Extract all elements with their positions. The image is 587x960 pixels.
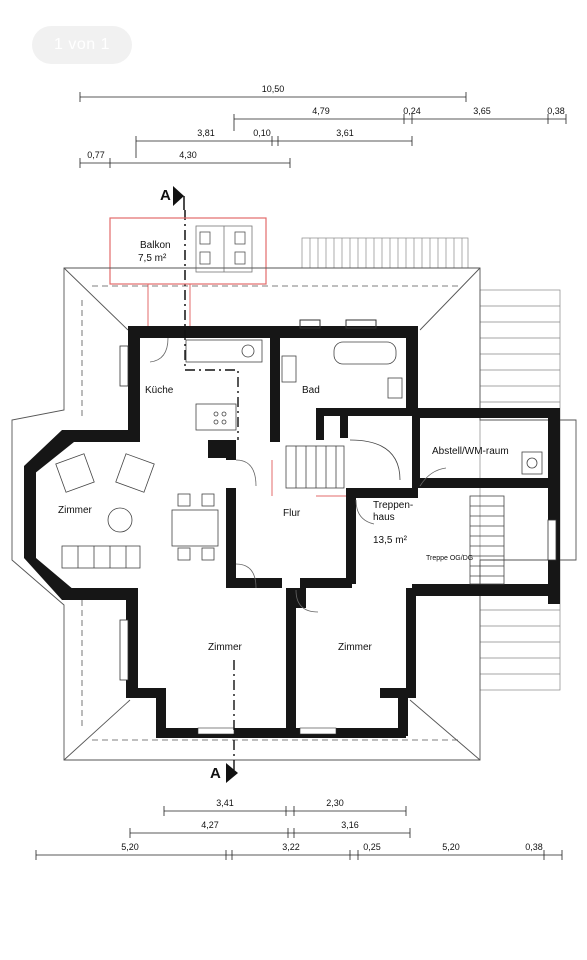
section-cut-line — [184, 330, 239, 770]
room-label-treppen-1: Treppen- — [373, 500, 413, 511]
dim-label: 3,16 — [341, 820, 359, 830]
eave-dashes — [81, 285, 458, 741]
dim-label: 0,38 — [525, 842, 543, 852]
dimension-lines-bottom — [35, 806, 563, 860]
fixtures — [55, 337, 543, 613]
dim-label: 3,22 — [282, 842, 300, 852]
section-marker-top: A — [160, 186, 186, 330]
room-label-flur: Flur — [283, 508, 301, 519]
dim-label: 3,81 — [197, 128, 215, 138]
dim-label: 2,30 — [326, 798, 344, 808]
room-label-treppen-area: 13,5 m² — [373, 535, 408, 546]
dimension-lines-top — [79, 92, 567, 168]
room-label-zimmer-bottom-right: Zimmer — [338, 642, 373, 653]
section-marker-bottom: A — [210, 763, 238, 783]
dim-label: 0,25 — [363, 842, 381, 852]
dimension-labels-bottom: 3,41 2,30 4,27 3,16 5,20 3,22 0,25 5,20 … — [121, 798, 543, 852]
dim-label: 5,20 — [121, 842, 139, 852]
dim-label: 4,79 — [312, 106, 330, 116]
dim-label: 0,38 — [547, 106, 565, 116]
svg-text:A: A — [210, 765, 221, 782]
balkon: Balkon 7,5 m² — [109, 217, 267, 330]
red-marks — [271, 460, 346, 497]
balkon-area: 7,5 m² — [138, 253, 167, 264]
dim-label: 3,65 — [473, 106, 491, 116]
exterior-stairs — [301, 237, 561, 691]
dimension-labels-top: 10,50 4,79 0,24 3,65 0,38 3,81 0,10 3,61… — [87, 84, 565, 160]
dim-label: 0,10 — [253, 128, 271, 138]
room-label-bad: Bad — [302, 385, 320, 396]
dim-label: 10,50 — [262, 84, 285, 94]
walls — [24, 319, 560, 738]
room-label-treppen-2: haus — [373, 512, 395, 523]
dim-label: 4,27 — [201, 820, 219, 830]
balkon-label: Balkon — [140, 240, 171, 251]
dim-label: 3,41 — [216, 798, 234, 808]
svg-text:A: A — [160, 187, 171, 204]
roof-outline — [11, 267, 577, 761]
page-indicator: 1 von 1 — [32, 26, 132, 64]
room-label-kueche: Küche — [145, 385, 174, 396]
dim-label: 0,24 — [403, 106, 421, 116]
dim-label: 5,20 — [442, 842, 460, 852]
dim-label: 0,77 — [87, 150, 105, 160]
dim-label: 4,30 — [179, 150, 197, 160]
room-labels: Küche Bad Abstell/WM-raum Zimmer Flur Tr… — [58, 385, 509, 653]
dim-label: 3,61 — [336, 128, 354, 138]
room-label-abstell: Abstell/WM-raum — [432, 446, 509, 457]
room-label-zimmer-bottom-left: Zimmer — [208, 642, 243, 653]
room-label-treppe-og: Treppe OG/DG — [426, 555, 473, 562]
room-label-zimmer-left: Zimmer — [58, 505, 93, 516]
